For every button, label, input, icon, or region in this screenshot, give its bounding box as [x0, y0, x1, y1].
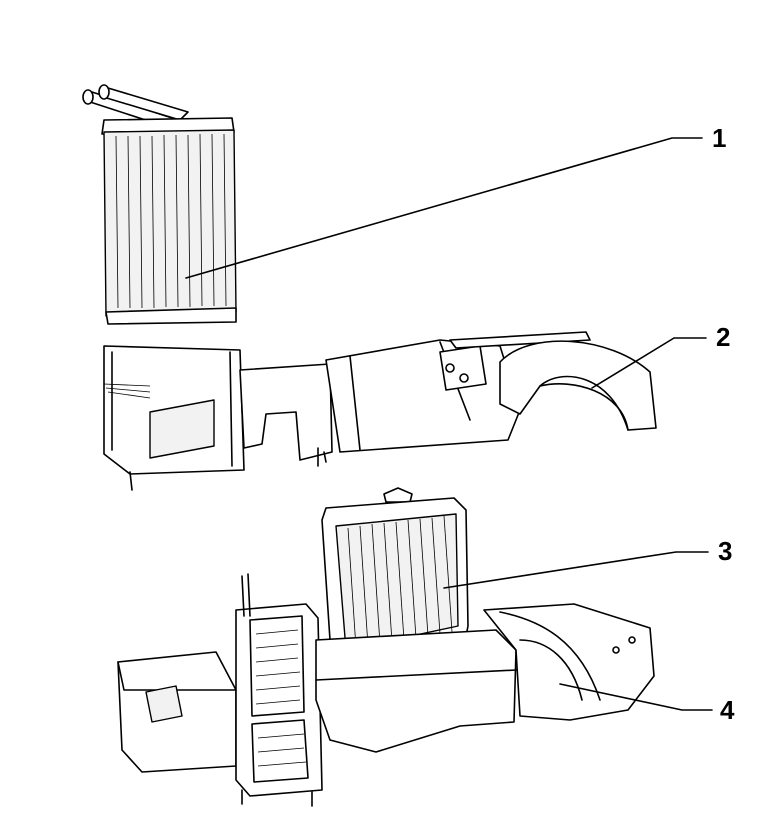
heater-core-part	[82, 84, 237, 325]
leader-line-1	[185, 137, 703, 279]
leader-lines	[185, 137, 713, 711]
upper-housing-part	[103, 331, 657, 491]
leader-line-4	[559, 683, 713, 711]
callout-2: 2	[716, 322, 730, 352]
leader-line-3	[443, 551, 709, 589]
lower-housing-part	[117, 573, 655, 807]
leader-line-2	[591, 337, 707, 389]
callout-4: 4	[720, 695, 735, 725]
callout-3: 3	[718, 536, 732, 566]
callout-1: 1	[712, 123, 726, 153]
